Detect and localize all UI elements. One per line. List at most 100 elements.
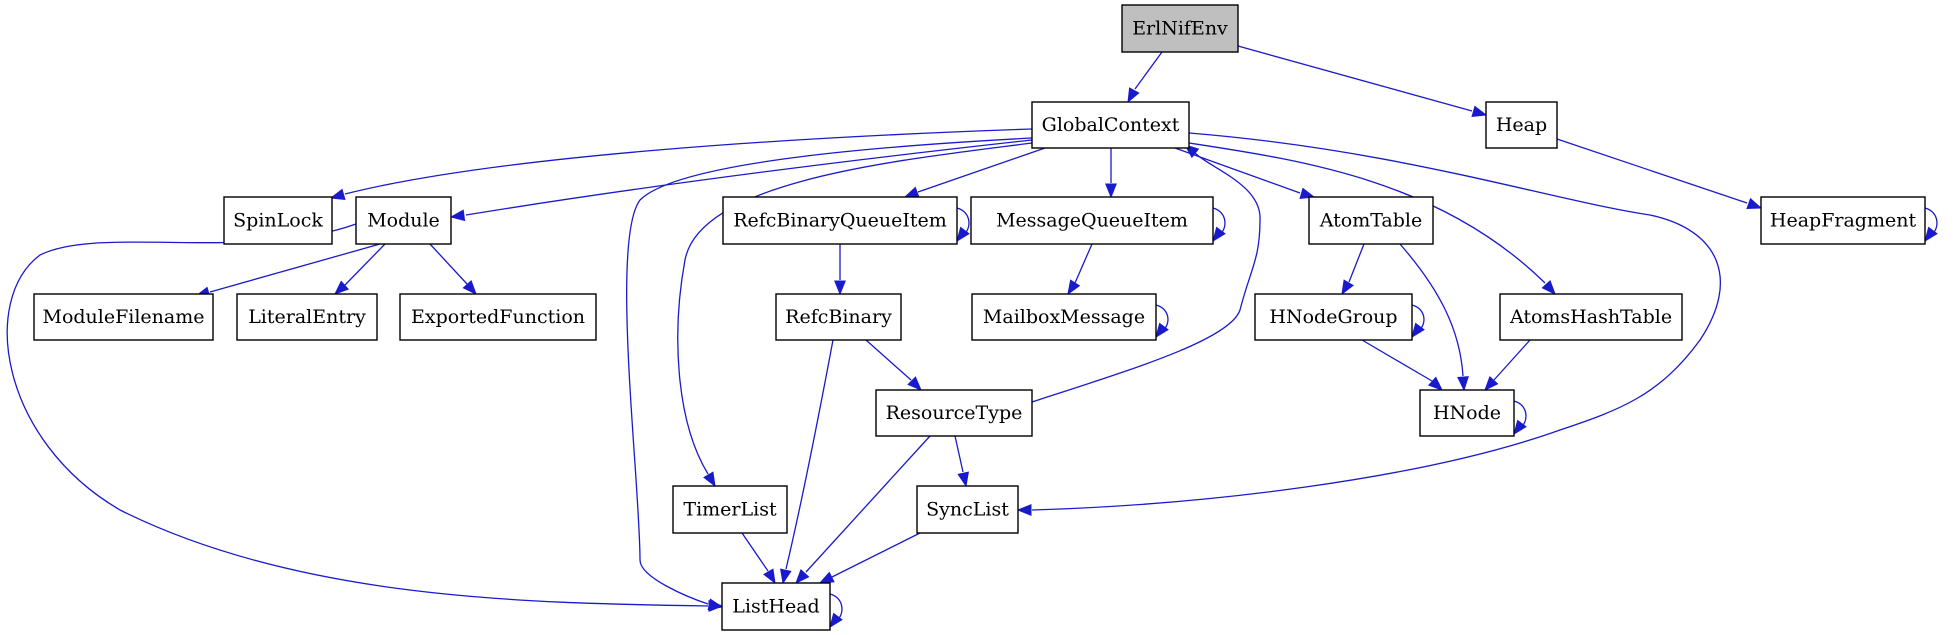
edge-arrowhead <box>1513 419 1527 436</box>
node-erl-nif-env[interactable]: ErlNifEnv <box>1121 4 1239 53</box>
node-box <box>223 196 333 245</box>
edge-line <box>1348 243 1365 283</box>
edge-line <box>865 339 912 381</box>
node-box <box>1760 196 1926 245</box>
node-label: HeapFragment <box>1770 210 1917 232</box>
node-label: HNodeGroup <box>1269 306 1397 328</box>
edge-arrowhead <box>1212 226 1226 243</box>
edge-arrowhead <box>449 209 466 222</box>
node-label: RefcBinary <box>785 306 892 328</box>
node-label: Module <box>367 210 440 232</box>
node-label: ExportedFunction <box>411 306 585 328</box>
node-hnode[interactable]: HNode <box>1419 389 1515 437</box>
node-label: Heap <box>1496 114 1547 136</box>
edge-resource-type-to-global-context <box>1031 144 1261 403</box>
edge-line <box>1031 152 1261 403</box>
node-mailbox-message[interactable]: MailboxMessage <box>971 293 1157 341</box>
edge-arrowhead <box>1155 322 1169 339</box>
edge-arrowhead <box>1067 279 1081 296</box>
node-box <box>722 196 958 245</box>
edge-arrowhead <box>1484 375 1499 392</box>
node-heap-fragment[interactable]: HeapFragment <box>1760 196 1926 245</box>
node-spin-lock[interactable]: SpinLock <box>223 196 333 245</box>
edge-resource-type-to-sync-list <box>954 435 969 488</box>
edge-line <box>917 147 1046 193</box>
node-sync-list[interactable]: SyncList <box>916 485 1019 534</box>
edge-arrowhead <box>780 568 792 585</box>
node-box <box>721 582 831 631</box>
node-label: RefcBinaryQueueItem <box>733 210 947 232</box>
edge-line <box>344 243 386 286</box>
node-label: ErlNifEnv <box>1132 18 1228 40</box>
edge-message-queue-item-to-mailbox-message <box>1067 243 1093 296</box>
edge-arrowhead <box>907 376 922 391</box>
edge-arrowhead <box>1924 226 1938 243</box>
node-timer-list[interactable]: TimerList <box>672 485 788 534</box>
node-resource-type[interactable]: ResourceType <box>875 389 1033 437</box>
edge-arrowhead <box>1427 376 1444 391</box>
node-global-context[interactable]: GlobalContext <box>1031 101 1190 149</box>
node-label: ListHead <box>732 596 819 618</box>
edge-line <box>626 137 1033 605</box>
edge-line <box>785 339 834 570</box>
node-label: HNode <box>1433 402 1501 424</box>
edge-global-context-to-module <box>449 139 1033 222</box>
edge-line <box>1399 243 1464 377</box>
edge-arrowhead <box>834 280 846 296</box>
node-atom-table[interactable]: AtomTable <box>1308 196 1434 245</box>
edge-global-context-to-refc-binary-queue-item <box>903 147 1046 198</box>
edge-global-context-to-sync-list <box>1016 132 1722 516</box>
edge-global-context-to-message-queue-item <box>1105 148 1117 199</box>
node-label: TimerList <box>683 499 777 521</box>
edge-line <box>1556 138 1748 204</box>
edge-heap-fragment-to-heap-fragment <box>1924 207 1938 243</box>
node-heap[interactable]: Heap <box>1485 101 1558 149</box>
edge-arrowhead <box>708 600 724 612</box>
edge-line <box>741 532 769 572</box>
node-box <box>399 293 597 341</box>
node-list-head[interactable]: ListHead <box>721 582 831 631</box>
node-module-filename[interactable]: ModuleFilename <box>33 293 214 341</box>
node-message-queue-item[interactable]: MessageQueueItem <box>970 196 1214 245</box>
edge-erl-nif-env-to-heap <box>1237 45 1488 118</box>
edge-refc-binary-to-list-head <box>780 339 834 585</box>
node-label: MailboxMessage <box>983 306 1145 328</box>
edge-list-head-to-list-head <box>829 593 843 629</box>
node-hnode-group[interactable]: HNodeGroup <box>1254 293 1413 341</box>
edge-sync-list-to-list-head <box>818 532 921 584</box>
node-box <box>1031 101 1190 149</box>
node-box <box>775 293 902 341</box>
node-atoms-hash-table[interactable]: AtomsHashTable <box>1499 293 1683 341</box>
edge-refc-binary-queue-item-to-refc-binary <box>834 244 846 296</box>
edge-arrowhead <box>703 471 716 488</box>
node-box <box>970 196 1214 245</box>
edge-global-context-to-atom-table <box>1174 147 1316 200</box>
node-label: AtomTable <box>1319 210 1423 232</box>
edge-arrowhead <box>818 571 835 584</box>
edge-hnode-group-to-hnode <box>1361 339 1444 391</box>
node-exported-function[interactable]: ExportedFunction <box>399 293 597 341</box>
node-label: MessageQueueItem <box>996 210 1188 232</box>
edge-atoms-hash-table-to-hnode <box>1484 339 1531 392</box>
edge-atom-table-to-hnode <box>1399 243 1469 392</box>
edge-arrowhead <box>1541 280 1556 295</box>
edge-heap-to-heap-fragment <box>1556 138 1763 210</box>
node-module[interactable]: Module <box>355 196 452 245</box>
node-label: ModuleFilename <box>42 306 204 328</box>
edge-line <box>677 142 1033 475</box>
node-box <box>916 485 1019 534</box>
edge-message-queue-item-to-message-queue-item <box>1212 207 1226 243</box>
edge-arrowhead <box>763 568 776 585</box>
edge-timer-list-to-list-head <box>741 532 776 585</box>
edge-arrowhead <box>795 569 810 584</box>
node-label: SyncList <box>926 499 1009 521</box>
edge-line <box>429 243 468 285</box>
node-label: AtomsHashTable <box>1509 306 1672 328</box>
node-refc-binary-queue-item[interactable]: RefcBinaryQueueItem <box>722 196 958 245</box>
node-box <box>875 389 1033 437</box>
edge-erl-nif-env-to-global-context <box>1127 51 1163 104</box>
node-refc-binary[interactable]: RefcBinary <box>775 293 902 341</box>
node-literal-entry[interactable]: LiteralEntry <box>236 293 378 341</box>
node-label: SpinLock <box>233 210 323 232</box>
